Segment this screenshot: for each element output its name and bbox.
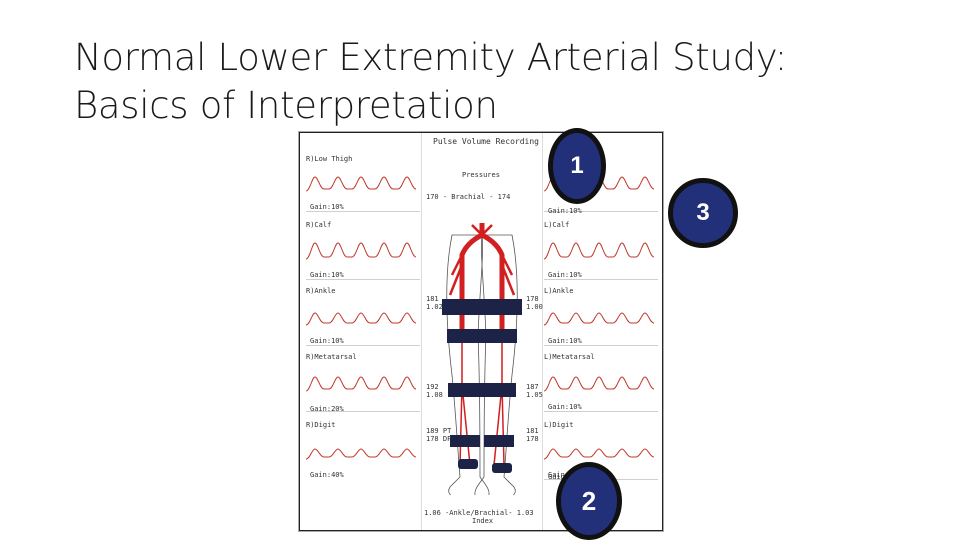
l-ankle-pressure: 178 (526, 295, 539, 303)
slide-title-line-1: Normal Lower Extremity Arterial Study: (74, 36, 787, 79)
panel-gain: Gain:10% (310, 271, 344, 279)
panel-gain: Gain:10% (548, 207, 582, 215)
panel-gain: Gain:20% (310, 405, 344, 413)
badge-label: 3 (696, 199, 710, 226)
l-pt-pressure: 181 (526, 427, 539, 435)
slide-title-line-2: Basics of Interpretation (74, 84, 498, 127)
pvr-report-image: Pulse Volume Recording R)Low Thigh Gain:… (299, 132, 663, 531)
abi-row: 1.06 -Ankle/Brachial- 1.03 (424, 509, 534, 517)
l-meta-index: 1.05 (526, 391, 543, 399)
panel-label: L)Ankle (544, 287, 574, 295)
panel-l-calf: L)Calf Gain:10% (544, 221, 658, 280)
panel-r-low-thigh: R)Low Thigh Gain:10% (306, 155, 420, 212)
waveform (544, 448, 655, 460)
panel-label: R)Low Thigh (306, 155, 353, 163)
r-meta-index: 1.08 (426, 391, 443, 399)
r-dp-pressure: 178 DP (426, 435, 452, 443)
panel-gain: Gain:10% (548, 337, 582, 345)
badge-label: 2 (581, 485, 597, 516)
waveform (306, 376, 417, 392)
slide-title: Normal Lower Extremity Arterial Study: B… (74, 34, 894, 130)
abi-sub: Index (472, 517, 494, 525)
r-ankle-index: 1.02 (426, 303, 443, 311)
waveform (306, 312, 417, 326)
callout-badge-2: 2 (556, 462, 622, 540)
waveform (544, 242, 655, 260)
brachial-row: 170 - Brachial - 174 (426, 193, 511, 201)
panel-gain: Gain:10% (548, 403, 582, 411)
panel-label: R)Digit (306, 421, 336, 429)
callout-badge-3: 3 (668, 178, 738, 248)
waveform (544, 312, 655, 326)
legs-diagram (442, 223, 522, 495)
panel-label: R)Metatarsal (306, 353, 357, 361)
panel-r-metatarsal: R)Metatarsal Gain:20% (306, 353, 420, 413)
panel-r-calf: R)Calf Gain:10% (306, 221, 420, 280)
pressures-center: Pressures 170 - Brachial - 174 181 1.02 … (421, 133, 543, 530)
panel-label: L)Calf (544, 221, 570, 229)
l-dp-pressure: 178 (526, 435, 539, 443)
callout-badge-1: 1 (548, 128, 606, 204)
panel-gain: Gain:10% (310, 203, 344, 211)
panel-label: L)Digit (544, 421, 574, 429)
l-ankle-index: 1.00 (526, 303, 543, 311)
panel-label: R)Ankle (306, 287, 336, 295)
pressures-label: Pressures (462, 171, 500, 179)
waveform (306, 448, 417, 460)
r-pt-pressure: 189 PT (426, 427, 452, 435)
panel-label: R)Calf (306, 221, 332, 229)
panel-gain: Gain:10% (310, 337, 344, 345)
waveform (544, 376, 655, 392)
l-meta-pressure: 187 (526, 383, 539, 391)
waveform (306, 176, 417, 192)
panel-r-digit: R)Digit Gain:40% (306, 421, 420, 479)
waveform (306, 242, 417, 260)
r-ankle-pressure: 181 (426, 295, 439, 303)
panel-gain: Gain:40% (310, 471, 344, 479)
badge-label: 1 (570, 152, 584, 179)
report-heading: Pulse Volume Recording (433, 137, 539, 146)
panel-label: L)Metatarsal (544, 353, 595, 361)
panel-l-ankle: L)Ankle Gain:10% (544, 287, 658, 346)
panel-gain: Gain:10% (548, 271, 582, 279)
panel-r-ankle: R)Ankle Gain:10% (306, 287, 420, 346)
panel-l-metatarsal: L)Metatarsal Gain:10% (544, 353, 658, 412)
r-meta-pressure: 192 (426, 383, 439, 391)
